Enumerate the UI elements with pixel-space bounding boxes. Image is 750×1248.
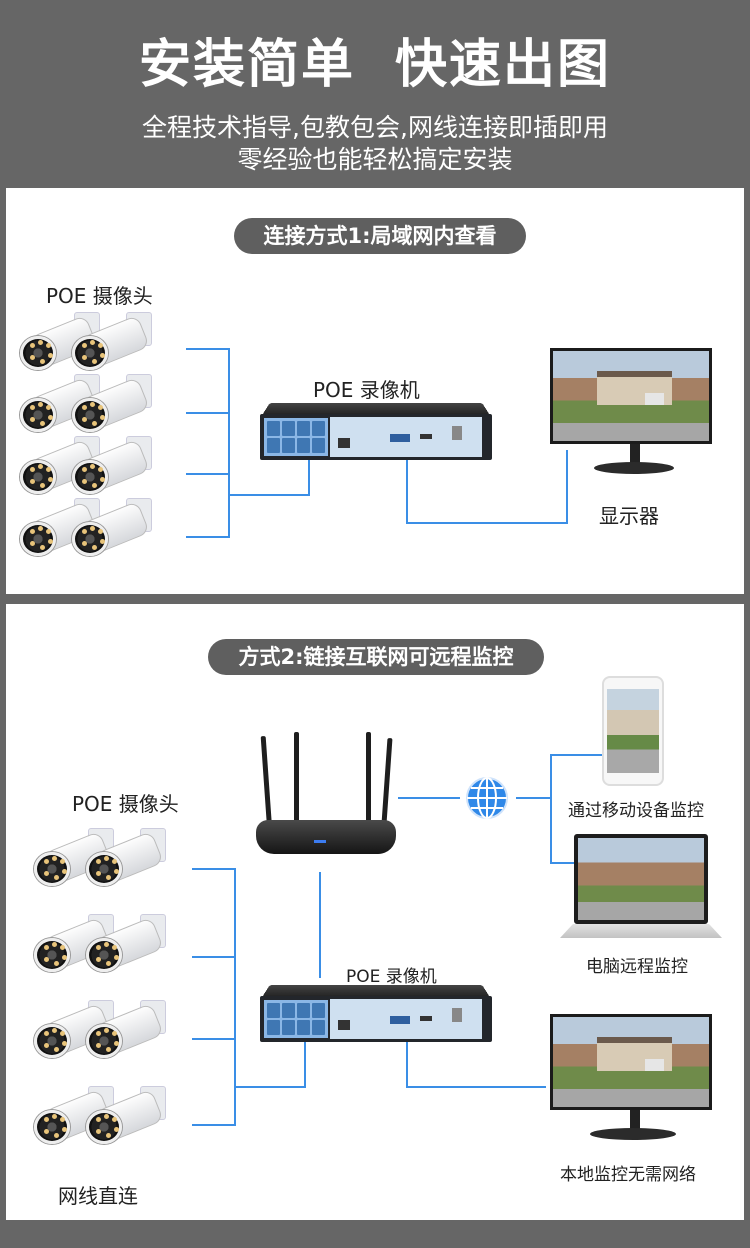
cable: [234, 1086, 306, 1088]
local-monitor-label: 本地监控无需网络: [560, 1165, 696, 1185]
cable: [192, 1124, 236, 1126]
cable: [550, 754, 552, 864]
camera-icon: [86, 1086, 166, 1146]
cable: [192, 868, 236, 870]
cable: [566, 450, 568, 524]
pc-label: 电脑远程监控: [586, 957, 688, 977]
cable-trunk: [228, 348, 230, 538]
subtitle-line-2: 零经验也能轻松搞定安装: [237, 145, 513, 174]
method2-nvr-label: POE 录像机: [346, 967, 437, 987]
laptop-icon: [560, 834, 722, 948]
router-icon: [256, 732, 396, 862]
cable: [186, 412, 230, 414]
cable: [192, 1038, 236, 1040]
cable: [550, 862, 578, 864]
method1-panel: 连接方式1:局域网内查看 POE 摄像头 POE 录像机 显示器: [6, 188, 744, 594]
cable: [516, 797, 552, 799]
cable: [228, 494, 310, 496]
header: 安装简单 快速出图 全程技术指导,包教包会,网线连接即插即用 零经验也能轻松搞定…: [0, 0, 750, 186]
cable: [550, 754, 606, 756]
method1-nvr-label: POE 录像机: [313, 378, 420, 402]
monitor-label: 显示器: [599, 504, 659, 528]
page-subtitle: 全程技术指导,包教包会,网线连接即插即用 零经验也能轻松搞定安装: [0, 112, 750, 176]
nvr-icon: [260, 402, 492, 466]
subtitle-line-1: 全程技术指导,包教包会,网线连接即插即用: [142, 113, 608, 142]
cable: [398, 797, 460, 799]
camera-icon: [86, 1000, 166, 1060]
cable: [186, 348, 230, 350]
cable: [319, 872, 321, 978]
nvr-icon: [260, 984, 492, 1048]
cable: [406, 452, 408, 524]
camera-icon: [72, 312, 152, 372]
cable-direct-label: 网线直连: [58, 1184, 138, 1208]
cable: [186, 536, 230, 538]
cable: [192, 956, 236, 958]
camera-icon: [86, 914, 166, 974]
method1-cameras-label: POE 摄像头: [46, 284, 153, 308]
method2-cameras-label: POE 摄像头: [72, 792, 179, 816]
method1-title-pill: 连接方式1:局域网内查看: [234, 218, 526, 254]
cable-trunk: [234, 868, 236, 1126]
method2-title-pill: 方式2:链接互联网可远程监控: [208, 639, 544, 675]
mobile-label: 通过移动设备监控: [568, 801, 704, 821]
smartphone-icon: [602, 676, 664, 786]
cable: [308, 452, 310, 496]
cable: [304, 1034, 306, 1088]
camera-icon: [72, 374, 152, 434]
camera-icon: [86, 828, 166, 888]
camera-icon: [72, 498, 152, 558]
cable: [186, 473, 230, 475]
monitor-icon: [550, 348, 712, 488]
globe-icon: [466, 777, 508, 819]
cable: [406, 522, 568, 524]
camera-icon: [20, 312, 100, 372]
cable: [406, 1086, 546, 1088]
page-title: 安装简单 快速出图: [138, 35, 612, 95]
camera-icon: [72, 436, 152, 496]
monitor-icon: [550, 1014, 712, 1154]
cable: [406, 1034, 408, 1088]
